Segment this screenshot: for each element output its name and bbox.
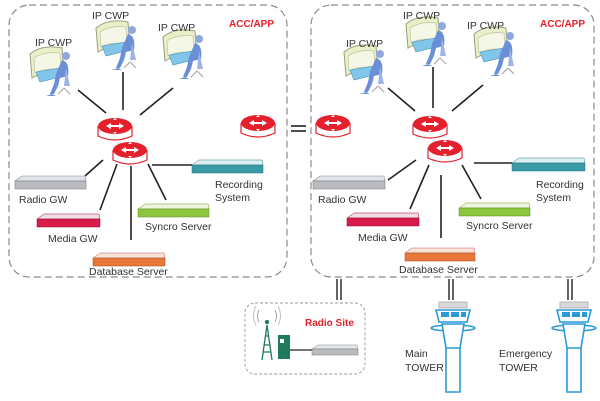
- radio-gw-label: Radio GW: [318, 194, 367, 206]
- radio-gw-device: [14, 175, 87, 190]
- main-tower-label: TOWER: [405, 362, 444, 374]
- interconnect-icon: [291, 125, 306, 132]
- database-server-device: [404, 247, 476, 262]
- main-tower-label: Main: [405, 348, 428, 360]
- cwp-label: IP CWP: [467, 20, 504, 32]
- router-icon: [112, 141, 148, 165]
- media-gw-device: [346, 212, 420, 227]
- radio-gw-label: Radio GW: [19, 194, 68, 206]
- router-icon: [315, 114, 351, 138]
- recording-system-label: System: [215, 192, 250, 204]
- cwp-icon: [95, 20, 137, 71]
- radio-gw-device: [312, 175, 386, 190]
- cwp-label: IP CWP: [92, 10, 129, 22]
- recording-system-label: Recording: [215, 179, 263, 191]
- router-icon: [240, 114, 276, 138]
- syncro-server-device: [458, 202, 531, 217]
- radio-site-gateway-device: [311, 344, 359, 356]
- cwp-icon: [343, 44, 385, 95]
- cwp-label: IP CWP: [403, 10, 440, 22]
- cwp-icon: [405, 16, 447, 67]
- recording-system-device: [191, 159, 264, 174]
- cwp-label: IP CWP: [346, 38, 383, 50]
- right-site-boundary: [310, 4, 595, 278]
- main-tower-icon: [430, 301, 476, 393]
- syncro-server-label: Syncro Server: [145, 221, 212, 233]
- media-gw-device: [36, 213, 101, 228]
- emergency-tower-icon: [551, 301, 597, 393]
- router-icon: [412, 115, 448, 139]
- cwp-icon: [162, 29, 204, 80]
- syncro-server-label: Syncro Server: [466, 220, 533, 232]
- radio-tower-icon: [253, 305, 281, 361]
- database-server-label: Database Server: [399, 264, 478, 276]
- cwp-label: IP CWP: [35, 37, 72, 49]
- left-links: [77, 72, 192, 240]
- left-site-title: ACC/APP: [229, 19, 274, 30]
- radio-site-boundary: [244, 302, 366, 375]
- database-server-label: Database Server: [89, 266, 168, 278]
- media-gw-label: Media GW: [358, 232, 408, 244]
- recording-system-device: [511, 157, 586, 172]
- cwp-icon: [473, 26, 515, 77]
- radio-equipment-icon: [278, 335, 312, 359]
- cwp-icon: [29, 46, 71, 97]
- right-site-title: ACC/APP: [540, 19, 585, 30]
- radio-site-title: Radio Site: [305, 318, 354, 329]
- router-icon: [427, 139, 463, 163]
- recording-system-label: System: [536, 192, 571, 204]
- media-gw-label: Media GW: [48, 233, 98, 245]
- router-icon: [97, 117, 133, 141]
- right-links: [387, 67, 512, 238]
- left-site-boundary: [8, 4, 288, 278]
- recording-system-label: Recording: [536, 179, 584, 191]
- database-server-device: [92, 252, 166, 267]
- emergency-tower-label: TOWER: [499, 362, 538, 374]
- cwp-label: IP CWP: [158, 22, 195, 34]
- emergency-tower-label: Emergency: [499, 348, 553, 360]
- syncro-server-device: [137, 203, 210, 218]
- site-links: [336, 279, 573, 300]
